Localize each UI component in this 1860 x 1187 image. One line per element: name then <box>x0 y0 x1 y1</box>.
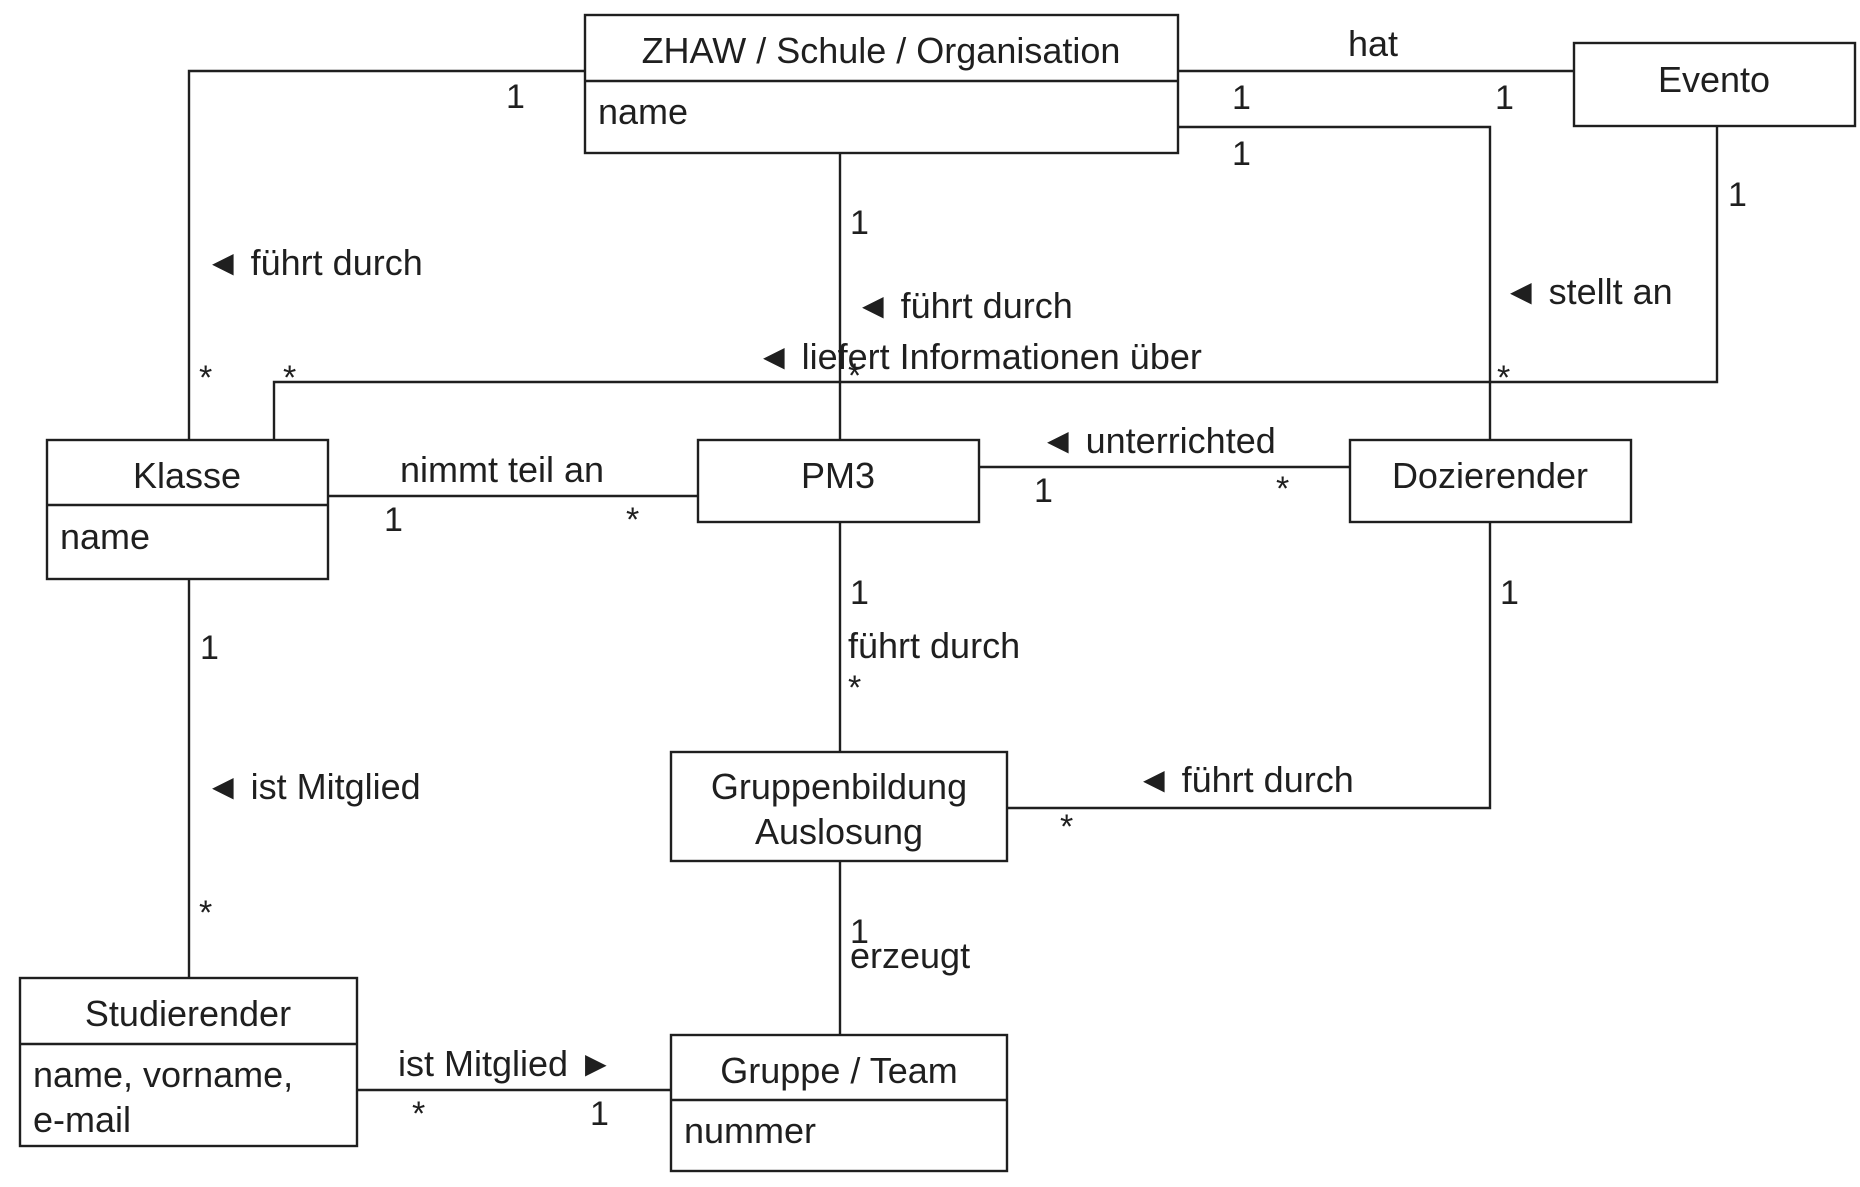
mult-org-evento-b: 1 <box>1495 79 1514 117</box>
class-klasse-attribute: name <box>60 516 150 557</box>
class-gruppenbildung: Gruppenbildung Auslosung <box>669 750 1009 863</box>
class-studierender-attribute-1: name, vorname, <box>33 1054 293 1095</box>
class-gruppe-attribute: nummer <box>684 1110 816 1151</box>
mult-dozierender-gruppenbildung-b: * <box>1060 808 1073 846</box>
class-pm3: PM3 <box>696 438 981 524</box>
mult-dozierender-gruppenbildung-a: 1 <box>1500 574 1519 612</box>
assoc-label-org-pm3: ◄ führt durch <box>855 285 1073 326</box>
mult-org-pm3-b: * <box>848 357 861 395</box>
mult-klasse-pm3-b: * <box>626 501 639 539</box>
mult-gruppenbildung-gruppe-a: 1 <box>850 913 869 951</box>
class-klasse: Klasse name <box>45 438 330 581</box>
edge-org-dozierender <box>1178 125 1492 440</box>
mult-org-dozierender-b: * <box>1497 359 1510 397</box>
assoc-label-org-dozierender: ◄ stellt an <box>1503 271 1673 312</box>
assoc-label-klasse-pm3: nimmt teil an <box>400 449 604 490</box>
class-org-name: ZHAW / Schule / Organisation <box>642 30 1121 71</box>
class-gruppe: Gruppe / Team nummer <box>669 1033 1009 1173</box>
edge-evento-klasse <box>272 126 1719 440</box>
mult-org-klasse-b: * <box>199 359 212 397</box>
edge-dozierender-gruppenbildung <box>1007 522 1492 810</box>
mult-pm3-dozierender-b: * <box>1276 470 1289 508</box>
class-evento: Evento <box>1572 41 1857 128</box>
assoc-label-evento-klasse: ◄ liefert Informationen über <box>756 336 1202 377</box>
mult-org-dozierender-a: 1 <box>1232 135 1251 173</box>
assoc-label-dozierender-gruppenbildung: ◄ führt durch <box>1136 759 1354 800</box>
class-dozierender: Dozierender <box>1348 438 1633 524</box>
mult-pm3-dozierender-a: 1 <box>1034 472 1053 510</box>
class-studierender-attribute-2: e-mail <box>33 1099 131 1140</box>
class-dozierender-name: Dozierender <box>1392 455 1588 496</box>
mult-pm3-gruppenbildung-b: * <box>848 669 861 707</box>
assoc-label-pm3-gruppenbildung: führt durch <box>848 625 1020 666</box>
class-studierender: Studierender name, vorname, e-mail <box>18 976 359 1148</box>
mult-org-evento-a: 1 <box>1232 79 1251 117</box>
assoc-label-pm3-dozierender: ◄ unterrichted <box>1040 420 1276 461</box>
class-org-attribute: name <box>598 91 688 132</box>
class-gruppe-name: Gruppe / Team <box>720 1050 957 1091</box>
class-klasse-name: Klasse <box>133 455 241 496</box>
mult-klasse-studierender-a: 1 <box>200 629 219 667</box>
mult-org-pm3-a: 1 <box>850 204 869 242</box>
association-edges <box>187 69 1719 1092</box>
mult-studierender-gruppe-a: * <box>412 1095 425 1133</box>
assoc-label-klasse-studierender: ◄ ist Mitglied <box>205 766 421 807</box>
multiplicities: 1 1 1 * 1 * 1 * 1 * 1 * 1 * 1 * 1 * 1 * … <box>199 78 1747 1133</box>
mult-studierender-gruppe-b: 1 <box>590 1095 609 1133</box>
assoc-label-gruppenbildung-gruppe: erzeugt <box>850 935 970 976</box>
assoc-label-studierender-gruppe: ist Mitglied ► <box>398 1043 614 1084</box>
class-pm3-name: PM3 <box>801 455 875 496</box>
class-studierender-name: Studierender <box>85 993 291 1034</box>
mult-evento-klasse-b: * <box>283 359 296 397</box>
mult-org-klasse-a: 1 <box>506 78 525 116</box>
class-gruppenbildung-name-line1: Gruppenbildung <box>711 766 967 807</box>
mult-klasse-studierender-b: * <box>199 894 212 932</box>
mult-pm3-gruppenbildung-a: 1 <box>850 574 869 612</box>
mult-evento-klasse-a: 1 <box>1728 176 1747 214</box>
class-gruppenbildung-name-line2: Auslosung <box>755 811 923 852</box>
mult-klasse-pm3-a: 1 <box>384 501 403 539</box>
assoc-label-org-klasse: ◄ führt durch <box>205 242 423 283</box>
association-labels: hat ◄ führt durch ◄ führt durch ◄ stellt… <box>205 23 1673 1084</box>
assoc-label-org-evento: hat <box>1348 23 1398 64</box>
class-evento-name: Evento <box>1658 59 1770 100</box>
edge-org-klasse <box>187 69 585 440</box>
class-org: ZHAW / Schule / Organisation name <box>583 13 1180 155</box>
